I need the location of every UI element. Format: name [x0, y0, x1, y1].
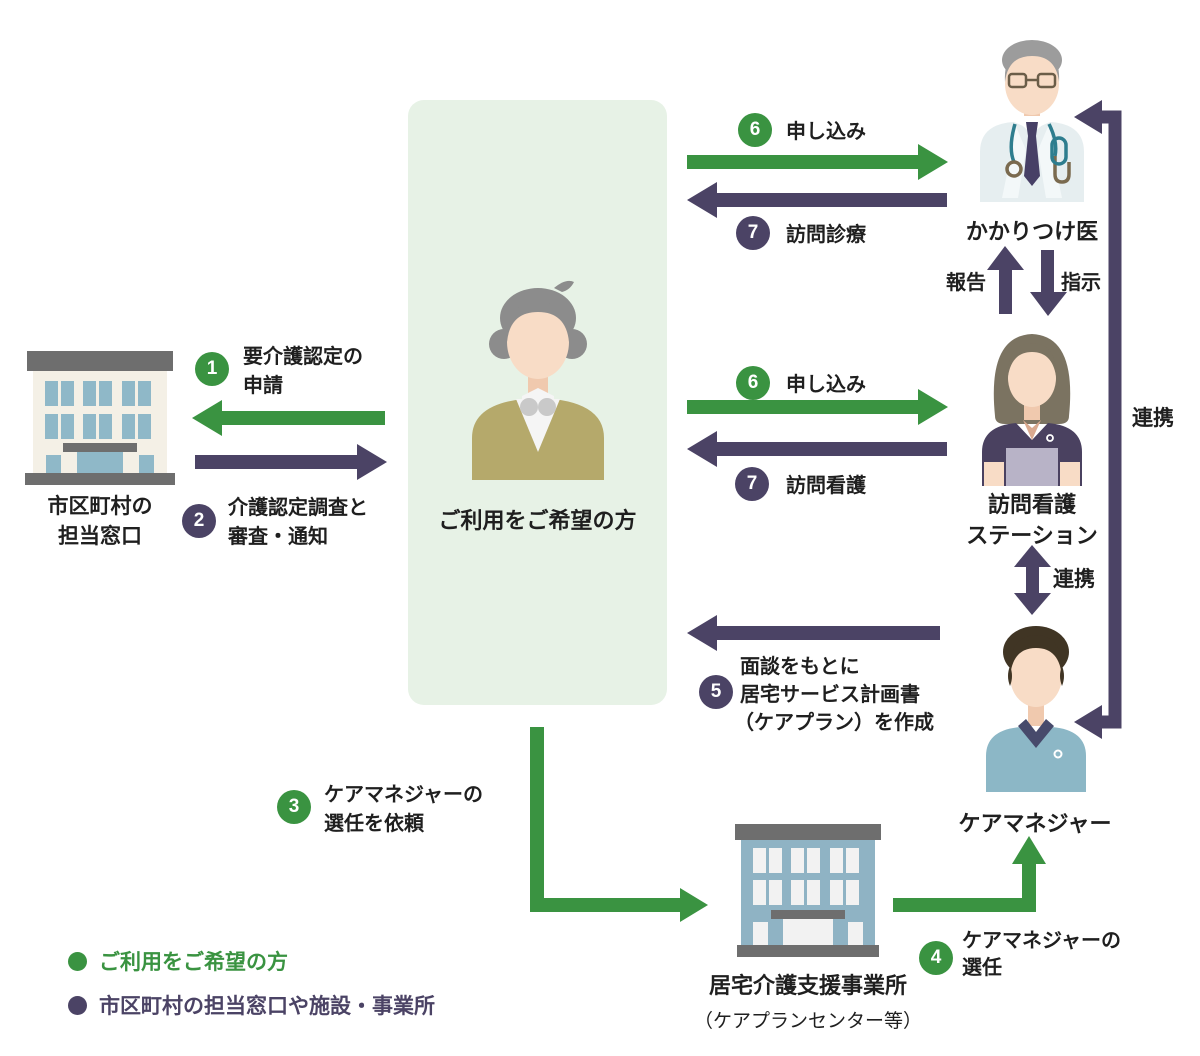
care-office-label: 居宅介護支援事業所 （ケアプランセンター等）: [683, 968, 933, 1033]
step7-top-text: 訪問診療: [786, 224, 866, 246]
step1-line1: 要介護認定の: [243, 346, 363, 368]
step5-line2: 居宅サービス計画書: [740, 684, 920, 706]
doctor-illustration: [972, 30, 1092, 202]
nurse-station-label: 訪問看護 ステーション: [966, 492, 1098, 548]
nurse-illustration: [976, 316, 1088, 486]
municipal-building-illustration: [25, 345, 175, 485]
legend-dot-purple: [68, 995, 87, 1015]
arrow-step6-doctor-application: [687, 144, 948, 180]
step6-top-text: 申し込み: [786, 121, 866, 143]
care-office-sublabel: （ケアプランセンター等）: [693, 1011, 922, 1032]
step6-top-badge: 6: [738, 113, 772, 147]
step5-line3: （ケアプラン）を作成: [734, 712, 934, 734]
elderly-person-illustration: [466, 266, 610, 480]
step7-mid-number: 7: [746, 473, 758, 494]
arrow-step7-home-medical: [687, 182, 947, 218]
user-panel-label: ご利用をご希望の方: [438, 508, 637, 533]
step6-top-number: 6: [749, 119, 761, 140]
instruct-label: 指示: [1061, 272, 1101, 294]
step6-mid-badge: 6: [736, 366, 770, 400]
step4-number: 4: [930, 947, 942, 968]
step1-text: 要介護認定の 申請: [243, 343, 363, 401]
step1-number: 1: [206, 358, 218, 379]
arrow-step4-appoint: [893, 836, 1046, 912]
arrow-step2-assessment: [195, 444, 387, 480]
step6-mid-number: 6: [747, 372, 759, 393]
step7-top-badge: 7: [736, 216, 770, 250]
step5-badge: 5: [699, 675, 733, 709]
report-label: 報告: [946, 272, 986, 294]
step4-text: ケアマネジャーの 選任: [962, 928, 1121, 982]
step2-line2: 審査・通知: [228, 526, 328, 548]
legend-dot-green: [68, 951, 87, 971]
arrow-step7-home-nursing: [687, 431, 947, 467]
arrow-instruct-down: [1030, 250, 1067, 316]
step7-mid-text: 訪問看護: [786, 475, 866, 497]
legend-label-offices: 市区町村の担当窓口や施設・事業所: [99, 995, 435, 1018]
legend-item-offices: 市区町村の担当窓口や施設・事業所: [68, 990, 435, 1020]
step1-badge: 1: [195, 352, 229, 386]
arrow-step6-nurse-application: [687, 389, 948, 425]
step6-mid-text: 申し込み: [786, 374, 866, 396]
step7-top-number: 7: [747, 222, 759, 243]
legend-label-user: ご利用をご希望の方: [99, 951, 288, 974]
step7-mid-badge: 7: [735, 467, 769, 501]
renkei-nurse-cm-label: 連携: [1053, 568, 1095, 591]
step4-line2: 選任: [962, 957, 1002, 979]
municipal-office-label: 市区町村の 担当窓口: [47, 495, 153, 548]
arrow-renkei-nurse-cm: [1014, 545, 1051, 615]
step3-badge: 3: [277, 790, 311, 824]
step4-badge: 4: [919, 941, 953, 975]
arrow-report-up: [987, 246, 1024, 314]
arrow-step5-care-plan: [687, 615, 940, 651]
renkei-doctor-cm-label: 連携: [1132, 407, 1174, 430]
step2-text: 介護認定調査と 審査・通知: [228, 494, 368, 552]
arrow-renkei-doctor-cm: [1074, 100, 1122, 739]
step1-line2: 申請: [243, 375, 283, 397]
step2-number: 2: [193, 510, 205, 531]
care-manager-illustration: [982, 616, 1090, 792]
doctor-label: かかりつけ医: [965, 219, 1099, 244]
care-manager-label: ケアマネジャー: [958, 811, 1112, 836]
step4-line1: ケアマネジャーの: [962, 930, 1121, 952]
step3-text: ケアマネジャーの 選任を依頼: [324, 781, 483, 839]
step2-line1: 介護認定調査と: [228, 497, 368, 519]
step5-line1: 面談をもとに: [740, 656, 860, 678]
care-office-building-illustration: [733, 822, 883, 957]
step3-line2: 選任を依頼: [324, 813, 424, 835]
step5-text: 面談をもとに 居宅サービス計画書 （ケアプラン）を作成: [734, 653, 934, 737]
arrow-step3-request: [530, 727, 708, 922]
step3-line1: ケアマネジャーの: [324, 784, 483, 806]
legend-item-user: ご利用をご希望の方: [68, 946, 288, 976]
step3-number: 3: [288, 796, 300, 817]
arrow-step1-application: [192, 400, 385, 436]
step2-badge: 2: [182, 504, 216, 538]
step5-number: 5: [710, 681, 722, 702]
